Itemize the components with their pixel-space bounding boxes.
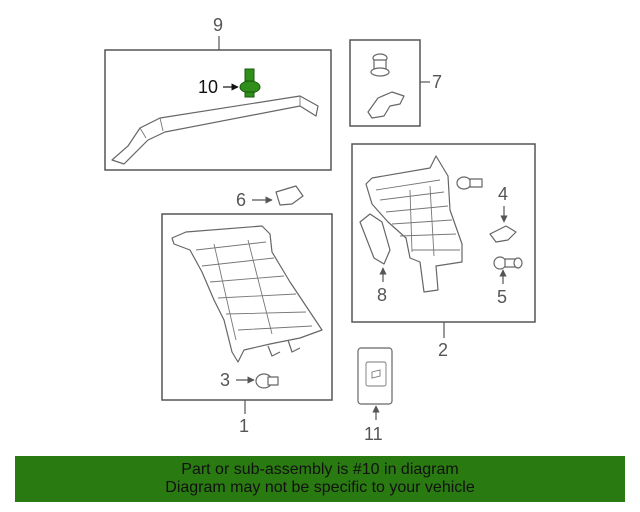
- callout-10: 10: [198, 77, 218, 97]
- cover-8-part[interactable]: [359, 213, 391, 265]
- callout-1: 1: [239, 416, 249, 436]
- callout-9: 9: [213, 15, 223, 35]
- clip-10-part[interactable]: [239, 68, 261, 98]
- clip-6-part[interactable]: [275, 185, 304, 206]
- group-1-box: [161, 213, 333, 401]
- group-9-box: [104, 49, 332, 171]
- clip-3-part[interactable]: [255, 373, 279, 389]
- screw-5-part[interactable]: [493, 256, 523, 270]
- info-banner: Part or sub-assembly is #10 in diagram D…: [15, 456, 625, 502]
- callout-6: 6: [236, 190, 246, 210]
- callout-3: 3: [220, 370, 230, 390]
- banner-line-2: Diagram may not be specific to your vehi…: [165, 479, 475, 496]
- callout-7: 7: [432, 72, 442, 92]
- callout-4: 4: [498, 184, 508, 204]
- clip-7-part[interactable]: [370, 53, 390, 77]
- roof-trim-part[interactable]: [111, 95, 319, 165]
- bolt-upper-part[interactable]: [456, 176, 483, 190]
- group-7-box: [349, 39, 421, 127]
- group-2-box: [351, 143, 536, 323]
- quarter-panel-part[interactable]: [365, 155, 463, 293]
- clip-4-part[interactable]: [489, 225, 517, 243]
- banner-line-1: Part or sub-assembly is #10 in diagram: [181, 461, 459, 478]
- callout-11: 11: [364, 424, 383, 444]
- pillar-trim-part[interactable]: [171, 225, 323, 363]
- callout-5: 5: [497, 287, 507, 307]
- banner-background: [15, 456, 625, 502]
- callout-2: 2: [438, 340, 448, 360]
- cover-plate-11-part[interactable]: [357, 347, 393, 405]
- callout-8: 8: [377, 285, 387, 305]
- retainer-7-part[interactable]: [367, 91, 405, 119]
